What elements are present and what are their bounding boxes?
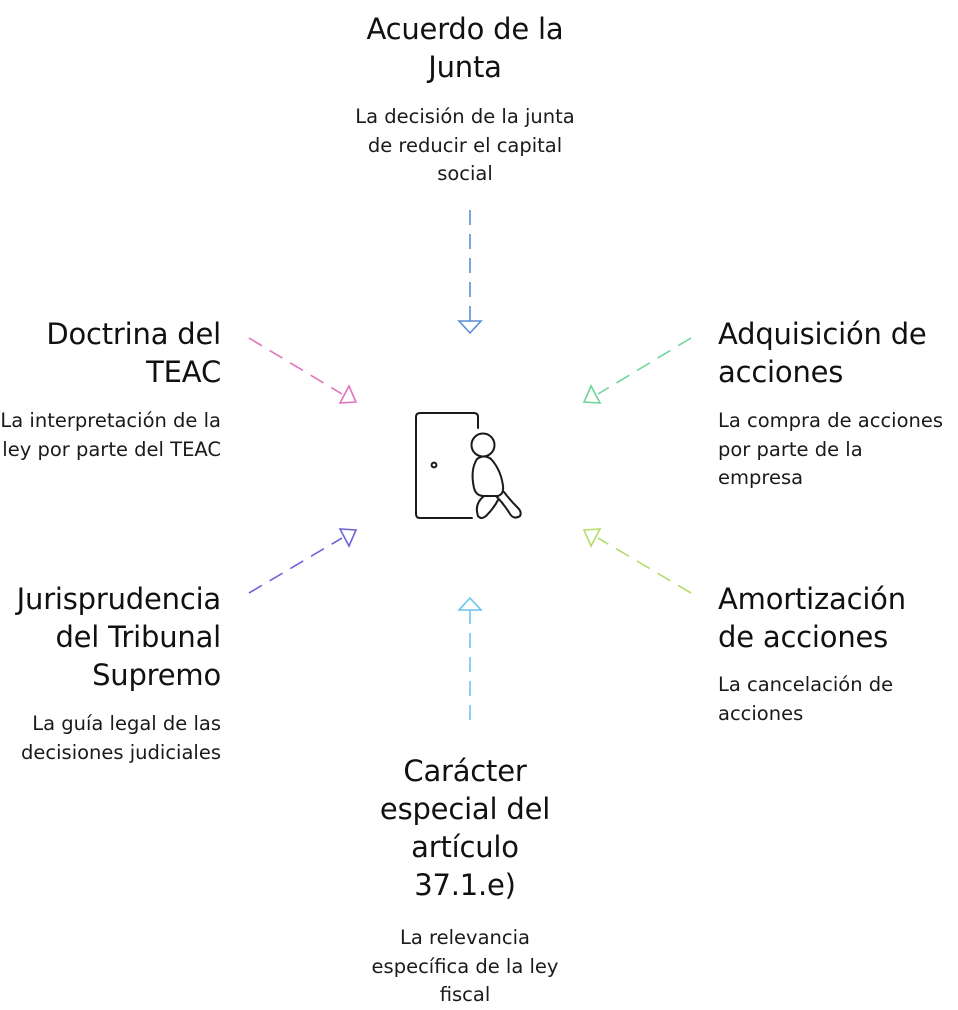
node-title: Acuerdo de la Junta (366, 12, 564, 84)
arrow-left-top (248, 337, 358, 404)
arrow-right-bottom (582, 528, 692, 594)
node-title: Adquisición de acciones (718, 317, 927, 389)
node-title: Jurisprudencia del Tribunal Supremo (16, 582, 222, 692)
arrow-right-top (582, 337, 692, 404)
node-title: Amortización de acciones (718, 582, 906, 654)
node-title: Carácter especial del artículo 37.1.e) (379, 754, 551, 902)
arrow-bottom (457, 596, 483, 720)
node-description: La decisión de la junta de reducir el ca… (355, 105, 575, 185)
node-description: La interpretación de la ley por parte de… (0, 409, 221, 461)
node-title: Doctrina del TEAC (46, 317, 221, 389)
node-caracter-especial-articulo: Carácter especial del artículo 37.1.e) L… (340, 752, 590, 1010)
node-doctrina-teac: Doctrina del TEAC La interpretación de l… (0, 315, 221, 464)
node-amortizacion-acciones: Amortización de acciones La cancelación … (718, 580, 948, 728)
node-acuerdo-junta: Acuerdo de la Junta La decisión de la ju… (335, 10, 595, 189)
node-jurisprudencia-tribunal-supremo: Jurisprudencia del Tribunal Supremo La g… (0, 580, 222, 767)
arrow-left-bottom (248, 528, 358, 594)
arrow-top (457, 210, 483, 335)
node-adquisicion-acciones: Adquisición de acciones La compra de acc… (718, 315, 948, 493)
node-description: La compra de acciones por parte de la em… (718, 409, 944, 489)
node-description: La guía legal de las decisiones judicial… (21, 712, 221, 764)
node-description: La relevancia específica de la ley fisca… (371, 926, 559, 1006)
person-leaving-door-icon (415, 412, 522, 519)
node-description: La cancelación de acciones (718, 673, 894, 725)
